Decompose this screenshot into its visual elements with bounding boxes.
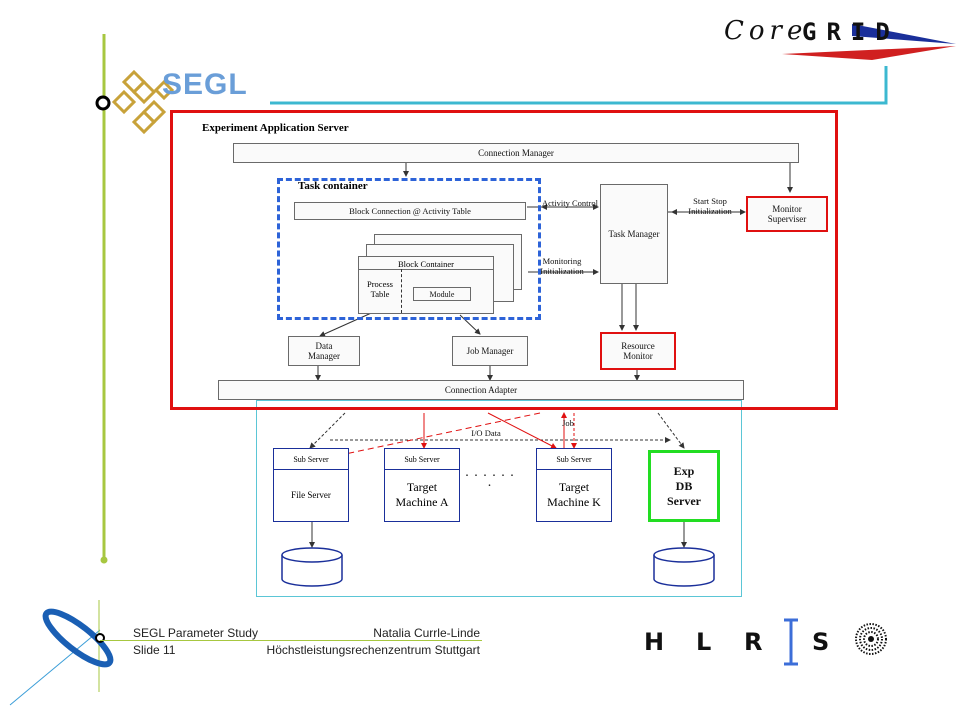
hlrs-logo: H L R S xyxy=(640,618,890,668)
server-ellipsis: . . . . . . . xyxy=(465,465,515,490)
connection-manager: Connection Manager xyxy=(233,143,799,163)
module-box: Module xyxy=(413,287,471,301)
architecture-diagram: Experiment Application Server Connection… xyxy=(170,110,842,600)
experiment-server-frame xyxy=(170,110,838,410)
hlrs-letter-s: S xyxy=(812,628,830,656)
process-divider xyxy=(401,269,402,313)
file-database-icon xyxy=(281,547,343,587)
task-container xyxy=(277,178,541,320)
coregrid-swoosh xyxy=(782,24,956,60)
lower-container xyxy=(256,400,742,597)
segl-logo-text: SEGL xyxy=(162,68,248,101)
coregrid-logo: Core GRID xyxy=(722,14,956,62)
monitor-superviser: Monitor Superviser xyxy=(746,196,828,232)
exp-database-icon xyxy=(653,547,715,587)
task-manager: Task Manager xyxy=(600,184,668,284)
footer-rule xyxy=(100,640,482,641)
top-bullet-dot xyxy=(95,95,111,111)
file-sub-server: Sub Server File Server xyxy=(273,448,349,522)
block-container-label: Block Container xyxy=(398,259,454,269)
block-container-divider xyxy=(359,269,493,270)
footer-author: Natalia Currle-Linde xyxy=(373,626,480,640)
target-machine-k-label: Target Machine K xyxy=(547,480,601,509)
task-container-title: Task container xyxy=(298,180,368,192)
job-label: Job xyxy=(562,418,574,428)
hlrs-sphere-icon xyxy=(855,623,887,655)
diagram-connectors xyxy=(309,163,793,548)
hlrs-letter-h: H xyxy=(644,628,665,656)
io-data-label: I/O Data xyxy=(471,428,501,438)
target-machine-k-server: Sub Server Target Machine K xyxy=(536,448,612,522)
footer-slide-number: Slide 11 xyxy=(133,643,176,657)
monitoring-init-label: Monitoring Initialization xyxy=(540,256,584,276)
job-manager: Job Manager xyxy=(452,336,528,366)
connection-adapter: Connection Adapter xyxy=(218,380,744,400)
footer-orbit-logo xyxy=(9,600,114,706)
file-server-label: File Server xyxy=(291,489,331,500)
footer-institute: Höchstleistungsrechenzentrum Stuttgart xyxy=(266,643,480,657)
footer-title: SEGL Parameter Study xyxy=(133,626,258,640)
process-table: Process Table xyxy=(367,279,393,299)
experiment-server-title: Experiment Application Server xyxy=(202,122,349,134)
coregrid-grid-text: GRID xyxy=(802,18,900,46)
block-connection-table: Block Connection @ Activity Table xyxy=(294,202,526,220)
segl-logo: SEGL xyxy=(111,62,272,142)
teal-frame-line xyxy=(270,66,888,105)
bottom-green-dot xyxy=(100,556,108,564)
data-manager: Data Manager xyxy=(288,336,360,366)
coregrid-core-text: Core xyxy=(724,16,808,46)
start-stop-label: Start Stop Initialization xyxy=(688,196,732,216)
exp-db-server: Exp DB Server xyxy=(648,450,720,522)
target-k-header: Sub Server xyxy=(537,449,611,470)
file-sub-server-header: Sub Server xyxy=(274,449,348,470)
resource-monitor: Resource Monitor xyxy=(600,332,676,370)
target-machine-a-label: Target Machine A xyxy=(395,480,449,509)
target-a-header: Sub Server xyxy=(385,449,459,470)
hlrs-letter-l: L xyxy=(696,628,712,656)
activity-control-label: Activity Control xyxy=(542,198,598,208)
hlrs-letter-r: R xyxy=(744,628,763,656)
target-machine-a-server: Sub Server Target Machine A xyxy=(384,448,460,522)
block-container: Block Container Process Table Module xyxy=(358,256,494,314)
hlrs-bracket-icon xyxy=(784,618,798,666)
segl-logo-graphic xyxy=(111,69,175,135)
